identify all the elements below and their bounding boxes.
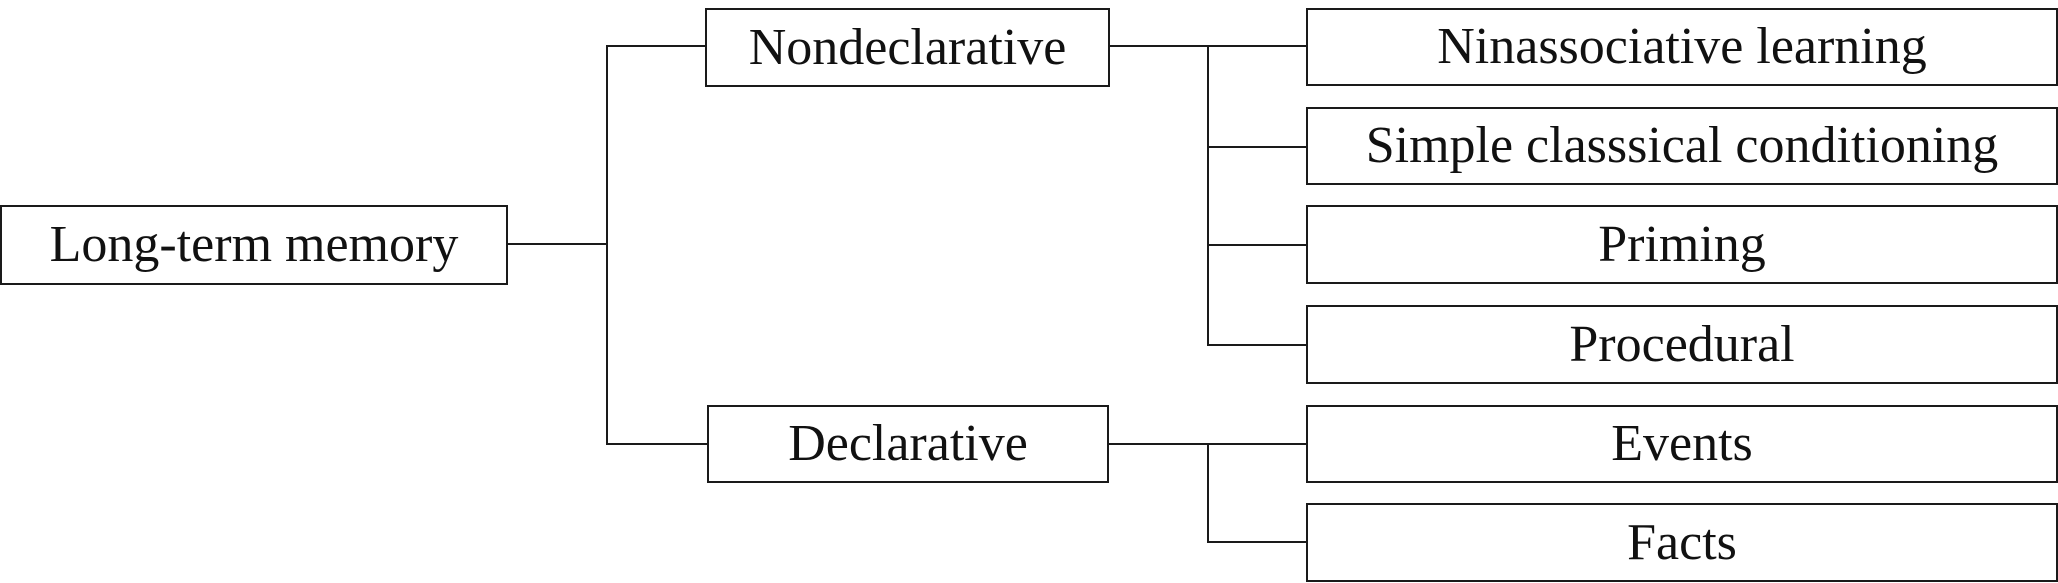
connector-declarative-out (1108, 443, 1208, 445)
connector-nondeclarative-out (1109, 45, 1208, 47)
connector-to-facts (1207, 541, 1307, 543)
connector-to-declarative (606, 443, 708, 445)
node-priming: Priming (1306, 205, 2058, 284)
connector-to-procedural (1207, 344, 1307, 346)
connector-to-events (1207, 443, 1307, 445)
connector-root (507, 243, 607, 245)
connector-root-trunk (606, 45, 608, 445)
connector-nondeclarative-trunk (1207, 45, 1209, 346)
node-declarative: Declarative (707, 405, 1109, 483)
connector-to-nondeclarative (606, 45, 706, 47)
node-nonassociative-learning: Ninassociative learning (1306, 8, 2058, 86)
node-facts: Facts (1306, 503, 2058, 582)
node-long-term-memory: Long-term memory (0, 205, 508, 285)
connector-to-priming (1207, 244, 1307, 246)
node-simple-classical-conditioning: Simple classsical conditioning (1306, 107, 2058, 185)
node-procedural: Procedural (1306, 305, 2058, 384)
connector-to-classical-conditioning (1207, 146, 1307, 148)
node-events: Events (1306, 405, 2058, 483)
node-nondeclarative: Nondeclarative (705, 8, 1110, 87)
connector-to-nonassociative (1207, 45, 1307, 47)
connector-declarative-trunk (1207, 443, 1209, 543)
